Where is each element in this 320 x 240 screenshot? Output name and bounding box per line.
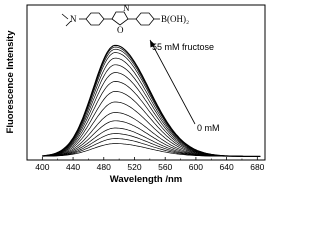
x-tick-label: 600 (189, 162, 203, 172)
x-tick-label: 480 (97, 162, 111, 172)
oxazole-n-label: N (123, 3, 130, 13)
x-tick-label: 440 (66, 162, 80, 172)
curves-group (42, 44, 261, 157)
x-axis-ticks: 400 440 480 520 560 600 640 680 (35, 157, 265, 172)
annotation-bottom: 0 mM (197, 123, 220, 133)
y-axis-title: Fluorescence Intensity (5, 30, 16, 134)
trend-arrow (149, 39, 196, 125)
x-tick-label: 400 (35, 162, 49, 172)
trend-arrow-head (150, 40, 156, 48)
spectrum-curve-10 (42, 64, 261, 157)
annotation-top: 55 mM fructose (152, 42, 214, 52)
molecule-structure (61, 11, 160, 27)
spectrum-curve-15 (42, 44, 261, 157)
plot-frame (26, 4, 266, 161)
x-tick-label: 560 (158, 162, 172, 172)
amine-label: N (70, 14, 77, 24)
x-tick-label: 680 (250, 162, 264, 172)
x-tick-label: 640 (220, 162, 234, 172)
x-axis-title: Wavelength /nm (110, 174, 183, 184)
x-tick-label: 520 (127, 162, 141, 172)
boronic-acid-label: B(OH)₂ (161, 14, 189, 24)
oxazole-o-label: O (117, 25, 124, 35)
